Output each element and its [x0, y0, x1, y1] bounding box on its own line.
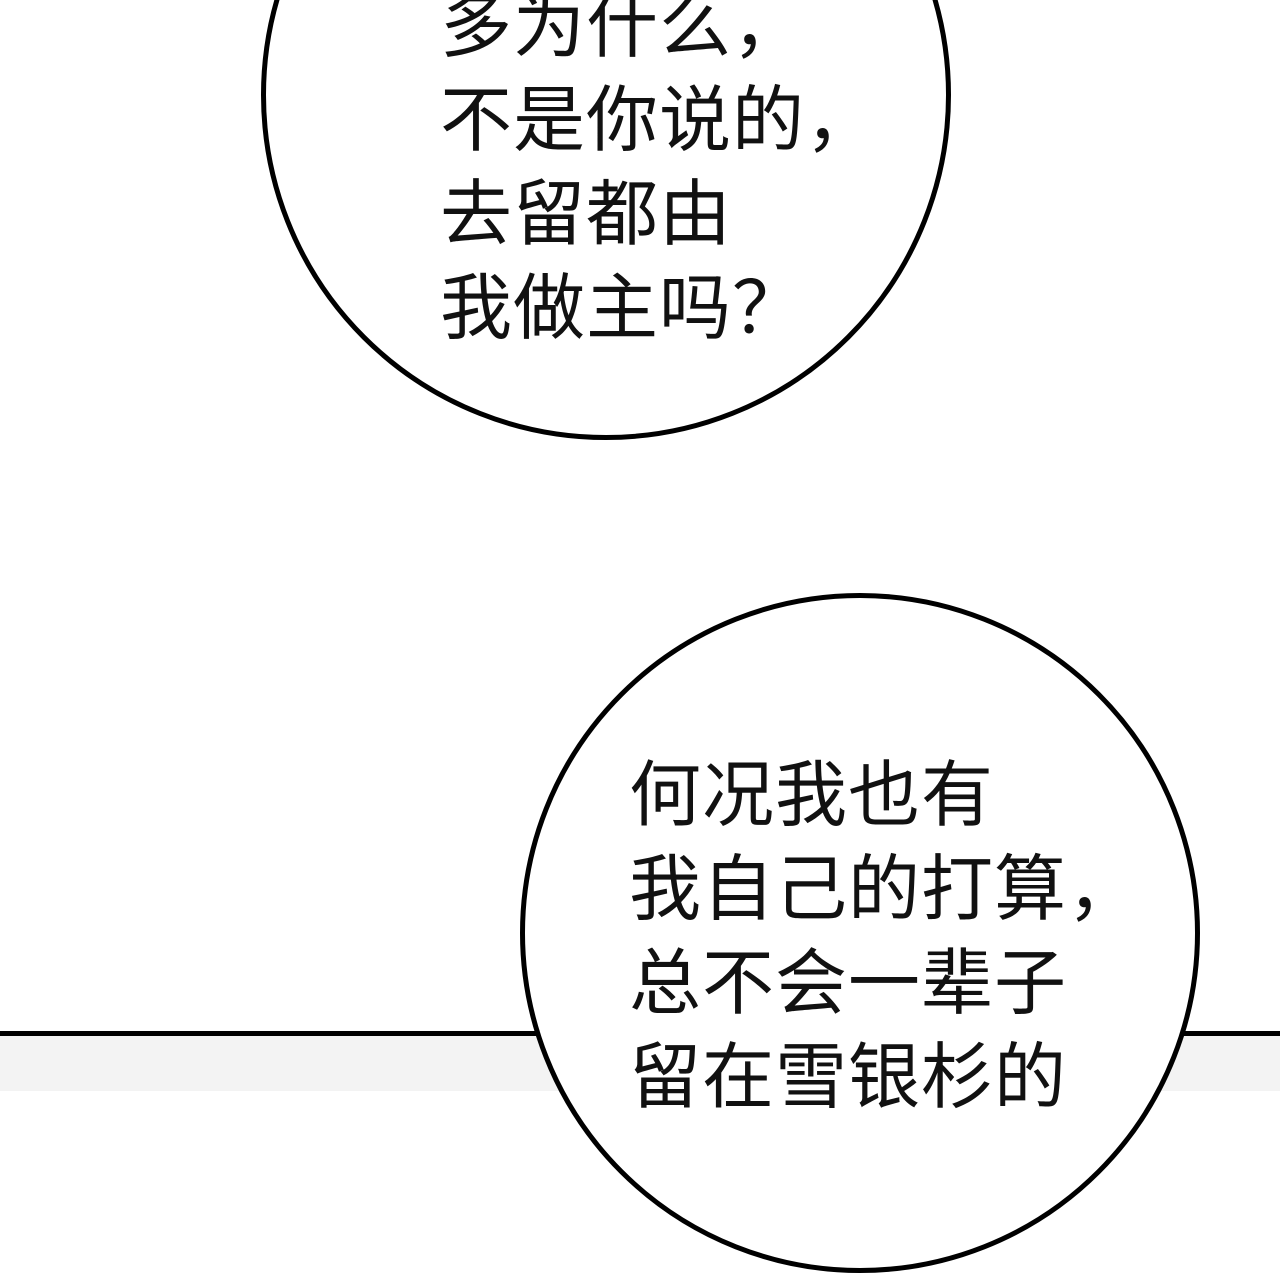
speech-bubble-top-text: 多为什么， 不是你说的， 去留都由 我做主吗？	[440, 0, 878, 355]
speech-line: 不是你说的，	[440, 78, 879, 162]
speech-line: 我做主吗？	[440, 266, 806, 350]
speech-line: 何况我也有	[629, 753, 995, 837]
speech-line: 总不会一辈子	[629, 941, 1068, 1025]
speech-line: 留在雪银杉的	[629, 1035, 1068, 1119]
speech-line: 去留都由	[440, 172, 733, 256]
speech-line: 我自己的打算，	[629, 847, 1141, 931]
speech-bubble-bottom: 何况我也有 我自己的打算， 总不会一辈子 留在雪银杉的	[520, 593, 1200, 1273]
speech-bubble-top: 多为什么， 不是你说的， 去留都由 我做主吗？	[261, 0, 951, 440]
speech-line: 多为什么，	[440, 0, 806, 68]
speech-bubble-bottom-text: 何况我也有 我自己的打算， 总不会一辈子 留在雪银杉的	[629, 748, 1140, 1124]
